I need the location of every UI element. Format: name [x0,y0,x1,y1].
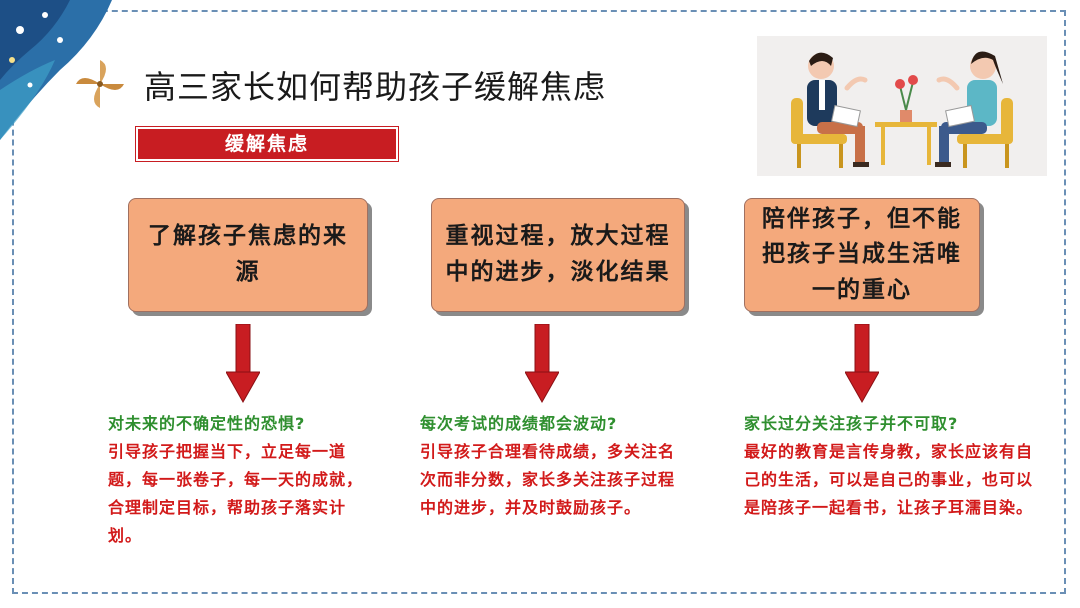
topic-box-2: 重视过程，放大过程中的进步，淡化结果 [431,198,685,312]
question-text: 每次考试的成绩都会波动? [420,414,618,433]
pinwheel-icon [76,60,124,108]
column-text-2: 每次考试的成绩都会波动? 引导孩子合理看待成绩，多关注名次而非分数，家长多关注孩… [420,410,684,522]
page-title: 高三家长如何帮助孩子缓解焦虑 [144,68,607,106]
column-text-3: 家长过分关注孩子并不可取? 最好的教育是言传身教，家长应该有自己的生活，可以是自… [744,410,1034,522]
answer-text: 引导孩子把握当下，立足每一道题，每一张卷子，每一天的成就，合理制定目标，帮助孩子… [108,442,364,545]
question-text: 家长过分关注孩子并不可取? [744,414,959,433]
column-text-1: 对未来的不确定性的恐惧? 引导孩子把握当下，立足每一道题，每一张卷子，每一天的成… [108,410,378,550]
down-arrow-icon [845,324,879,404]
section-label: 缓解焦虑 [135,126,399,162]
answer-text: 最好的教育是言传身教，家长应该有自己的生活，可以是自己的事业，也可以是陪孩子一起… [744,442,1034,517]
topic-box-3: 陪伴孩子，但不能把孩子当成生活唯一的重心 [744,198,980,312]
conversation-illustration [757,36,1047,176]
floral-corner-decoration [0,0,112,140]
topic-box-1: 了解孩子焦虑的来源 [128,198,368,312]
down-arrow-icon [525,324,559,404]
question-text: 对未来的不确定性的恐惧? [108,414,306,433]
down-arrow-icon [226,324,260,404]
answer-text: 引导孩子合理看待成绩，多关注名次而非分数，家长多关注孩子过程中的进步，并及时鼓励… [420,442,676,517]
slide-frame [12,10,1066,594]
